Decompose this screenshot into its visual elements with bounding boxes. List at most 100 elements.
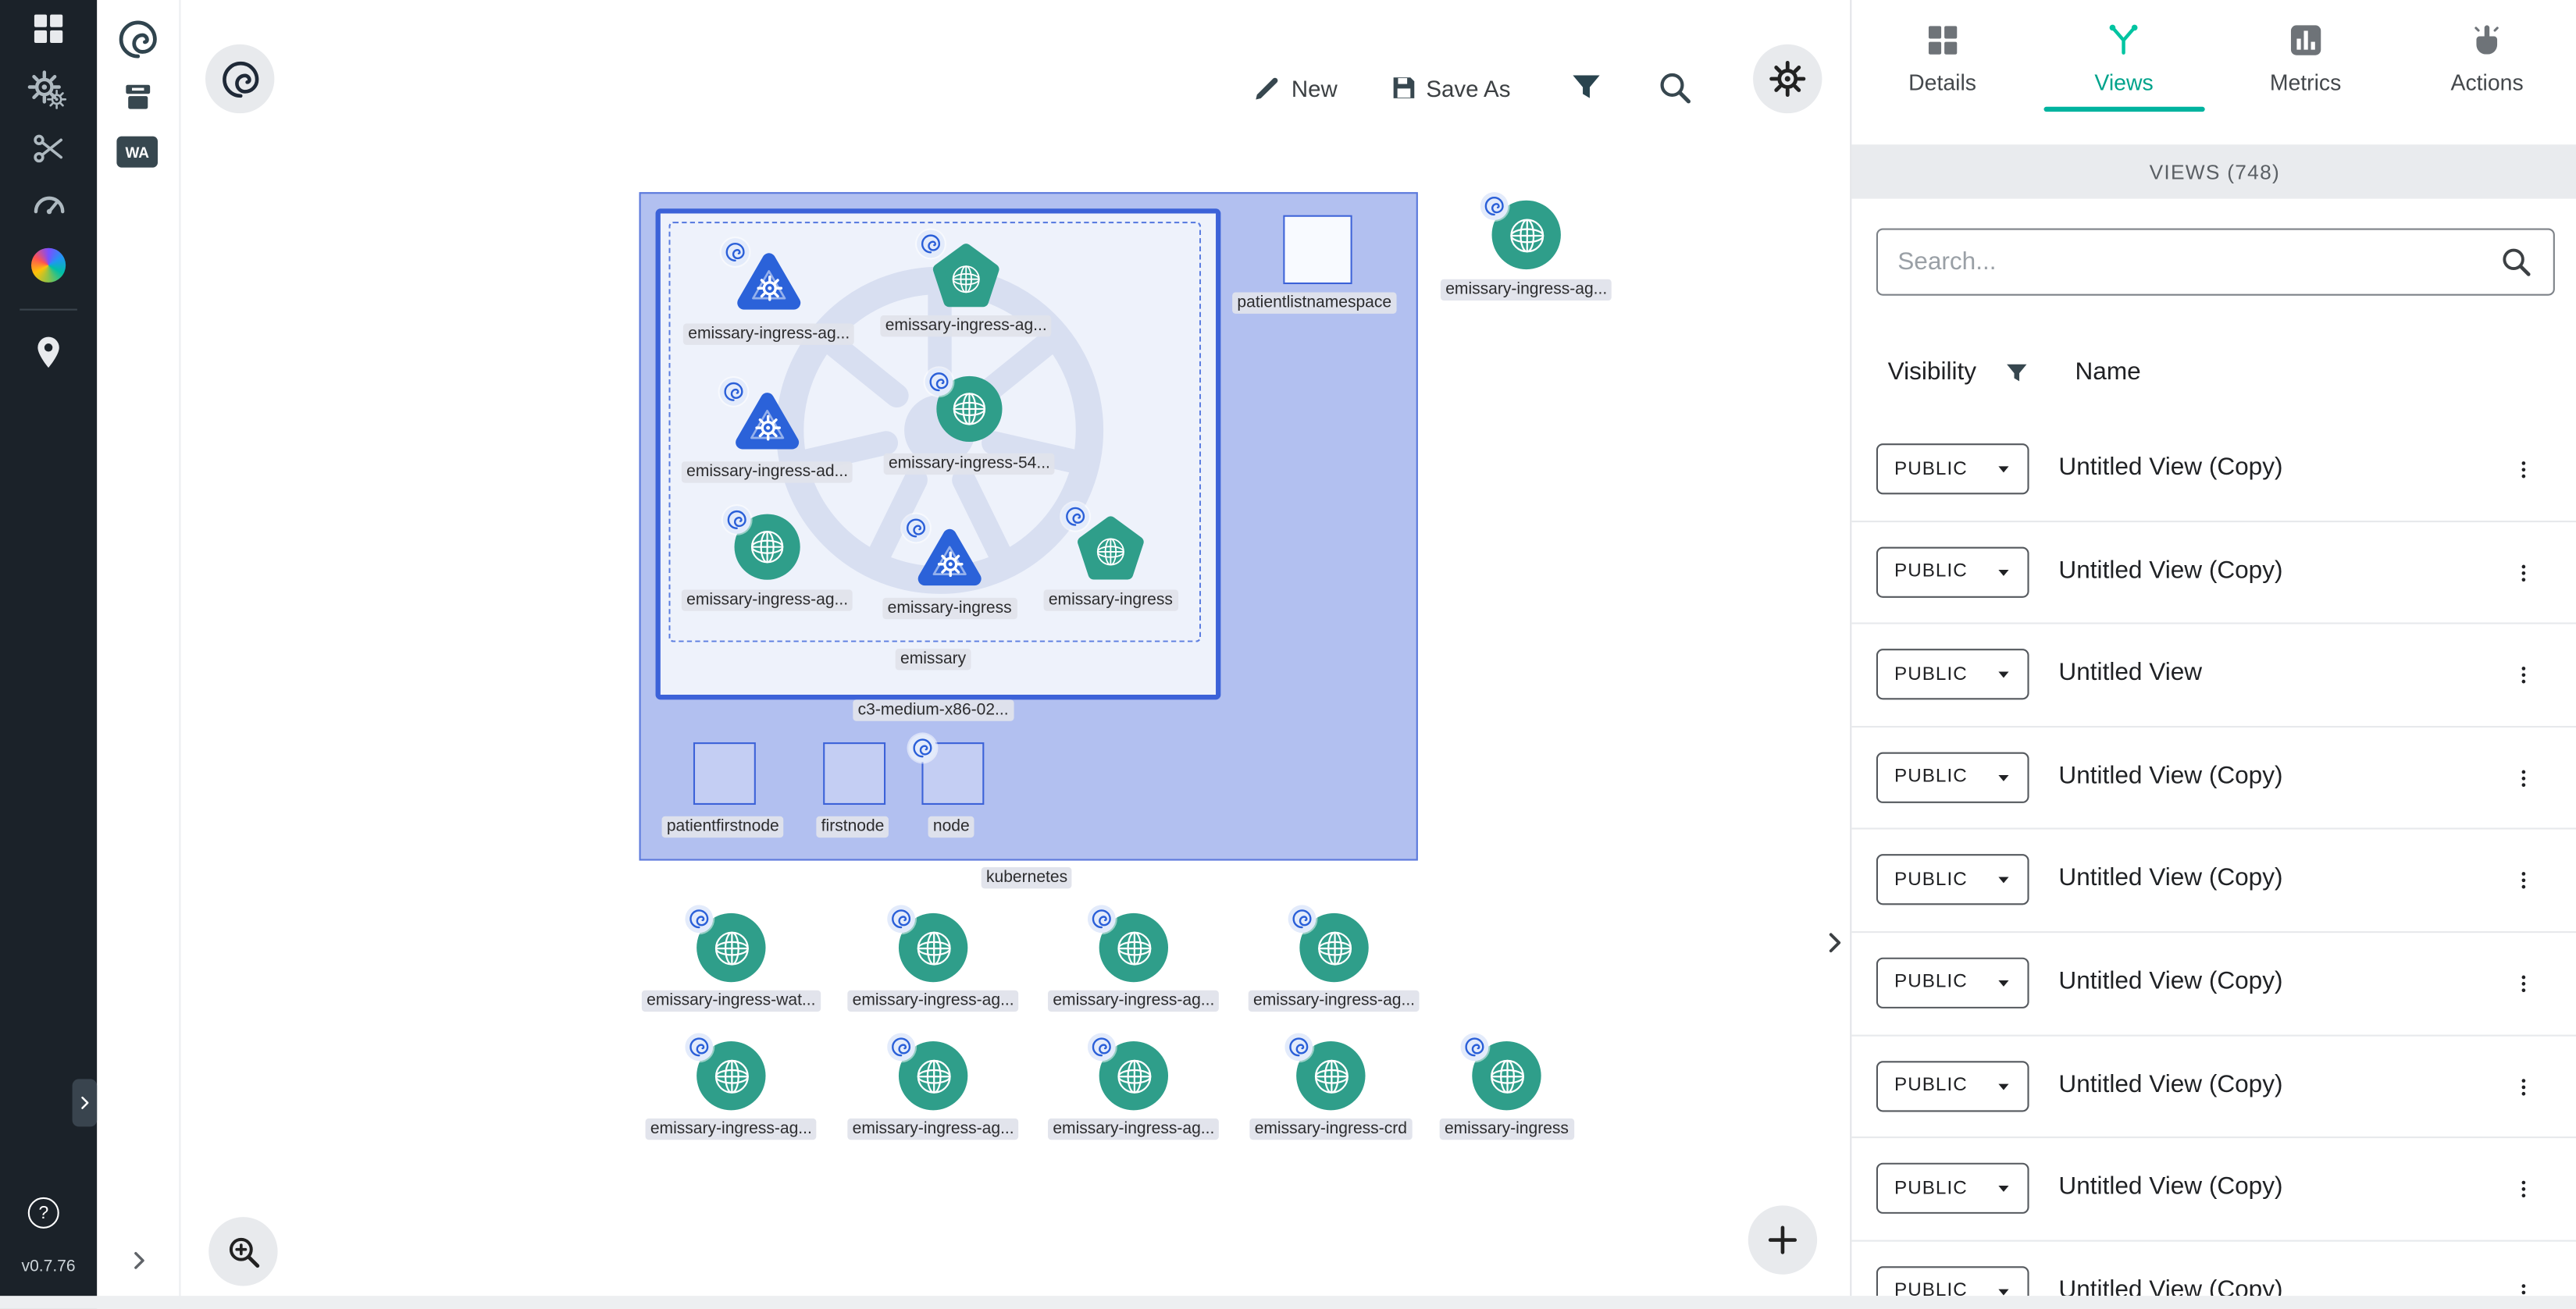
panel-collapse-chevron-icon[interactable] (1820, 925, 1848, 961)
new-button[interactable]: New (1291, 75, 1338, 102)
workload-node[interactable] (719, 377, 803, 458)
view-row[interactable]: PUBLIC Untitled View (Copy) (1851, 1241, 2576, 1297)
view-name: Untitled View (Copy) (2058, 761, 2283, 790)
visibility-dropdown[interactable]: PUBLIC (1876, 752, 2029, 803)
kanvas-pin-icon[interactable] (30, 333, 67, 371)
save-as-button[interactable]: Save As (1426, 75, 1511, 102)
row-menu-button[interactable] (2503, 962, 2546, 1005)
crd-node[interactable] (1480, 192, 1561, 270)
web-glyph-icon (1092, 534, 1128, 570)
crd-node[interactable] (685, 1033, 766, 1111)
dashboard-icon[interactable] (30, 10, 67, 48)
views-branch-icon (2105, 20, 2143, 58)
row-menu-button[interactable] (2503, 654, 2546, 697)
subnode-square[interactable] (908, 734, 985, 806)
kebab-icon (2512, 659, 2535, 692)
row-menu-button[interactable] (2503, 551, 2546, 594)
view-row[interactable]: PUBLIC Untitled View (Copy) (1851, 933, 2576, 1036)
row-menu-button[interactable] (2503, 448, 2546, 491)
crd-label: emissary-ingress-ag... (847, 990, 1019, 1012)
crd-label: emissary-ingress-wat... (641, 990, 821, 1012)
workload-label: emissary-ingress-54... (883, 453, 1056, 475)
visibility-dropdown[interactable]: PUBLIC (1876, 1163, 2029, 1215)
crd-node[interactable] (1087, 905, 1169, 983)
crd-label: emissary-ingress-ag... (847, 1118, 1019, 1140)
crd-node[interactable] (1284, 1033, 1366, 1111)
visibility-dropdown[interactable]: PUBLIC (1876, 443, 2029, 495)
view-row[interactable]: PUBLIC Untitled View (Copy) (1851, 727, 2576, 831)
configuration-icon[interactable] (30, 130, 67, 167)
crd-node[interactable] (887, 905, 968, 983)
row-menu-button[interactable] (2503, 859, 2546, 902)
kebab-icon (2512, 1275, 2535, 1296)
view-row[interactable]: PUBLIC Untitled View (1851, 624, 2576, 727)
canvas-search-icon[interactable] (1656, 69, 1694, 106)
visibility-dropdown[interactable]: PUBLIC (1876, 546, 2029, 598)
zoom-button[interactable] (208, 1217, 278, 1286)
help-label: ? (38, 1203, 49, 1223)
visibility-dropdown[interactable]: PUBLIC (1876, 957, 2029, 1008)
view-row[interactable]: PUBLIC Untitled View (Copy) (1851, 830, 2576, 934)
canvas-settings-button[interactable] (1753, 44, 1822, 114)
view-row[interactable]: PUBLIC Untitled View (Copy) (1851, 419, 2576, 522)
meshery-logo-icon[interactable] (116, 18, 159, 61)
save-as-icon[interactable] (1388, 73, 1420, 104)
workload-label: emissary-ingress-ag... (682, 323, 855, 345)
dock-expand-chevron-icon[interactable] (126, 1248, 151, 1273)
row-menu-button[interactable] (2503, 757, 2546, 800)
workload-node[interactable] (902, 514, 986, 595)
visibility-dropdown[interactable]: PUBLIC (1876, 854, 2029, 906)
view-name: Untitled View (Copy) (2058, 453, 2283, 482)
filter-funnel-icon[interactable] (1567, 69, 1605, 106)
crd-node[interactable] (1288, 905, 1369, 983)
lifecycle-icon[interactable] (27, 69, 69, 112)
workload-node[interactable] (925, 368, 1003, 443)
workload-node[interactable] (1061, 502, 1149, 586)
tab-details[interactable]: Details (1851, 0, 2033, 115)
kubernetes-badge-icon (719, 377, 748, 406)
tab-metrics[interactable]: Metrics (2214, 0, 2396, 115)
view-row[interactable]: PUBLIC Untitled View (Copy) (1851, 1036, 2576, 1139)
horizontal-scrollbar[interactable] (0, 1296, 2576, 1309)
subnode-square[interactable] (693, 742, 756, 806)
archive-icon[interactable] (120, 79, 156, 115)
tab-label: Details (1908, 69, 1976, 94)
visibility-dropdown[interactable]: PUBLIC (1876, 1060, 2029, 1112)
subnode-square[interactable] (823, 742, 886, 806)
kebab-icon (2512, 454, 2535, 486)
crd-node[interactable] (1087, 1033, 1169, 1111)
sidebar-expand-button[interactable] (72, 1079, 98, 1127)
visibility-value: PUBLIC (1894, 1281, 1968, 1297)
visibility-filter-icon[interactable] (2003, 360, 2031, 388)
visibility-dropdown[interactable]: PUBLIC (1876, 1265, 2029, 1297)
emissary-namespace-node[interactable] (668, 222, 1202, 642)
workload-node[interactable] (722, 506, 800, 580)
performance-icon[interactable] (30, 186, 67, 223)
crd-node[interactable] (685, 905, 766, 983)
row-menu-button[interactable] (2503, 1271, 2546, 1296)
help-button[interactable]: ? (27, 1197, 59, 1229)
tab-views[interactable]: Views (2033, 0, 2215, 115)
wa-extension-badge[interactable]: WA (116, 136, 158, 168)
tab-actions[interactable]: Actions (2396, 0, 2576, 115)
workload-node[interactable] (917, 229, 1004, 314)
floating-namespace-square[interactable] (1283, 215, 1352, 285)
search-icon[interactable] (2499, 245, 2533, 279)
subnode-label: node (928, 816, 974, 838)
new-design-icon[interactable] (1252, 73, 1283, 104)
gear-icon (1768, 59, 1807, 98)
add-node-button[interactable] (1748, 1205, 1818, 1275)
canvas-logo-button[interactable] (205, 44, 275, 114)
row-menu-button[interactable] (2503, 1168, 2546, 1211)
visibility-dropdown[interactable]: PUBLIC (1876, 649, 2029, 700)
row-menu-button[interactable] (2503, 1065, 2546, 1108)
crd-node[interactable] (1460, 1033, 1541, 1111)
workload-node[interactable] (721, 238, 805, 319)
view-row[interactable]: PUBLIC Untitled View (Copy) (1851, 521, 2576, 624)
crd-node[interactable] (887, 1033, 968, 1111)
view-row[interactable]: PUBLIC Untitled View (Copy) (1851, 1138, 2576, 1242)
gear-glyph-icon (754, 414, 782, 442)
views-search-input[interactable] (1877, 247, 2499, 276)
extensions-icon[interactable] (30, 247, 66, 283)
